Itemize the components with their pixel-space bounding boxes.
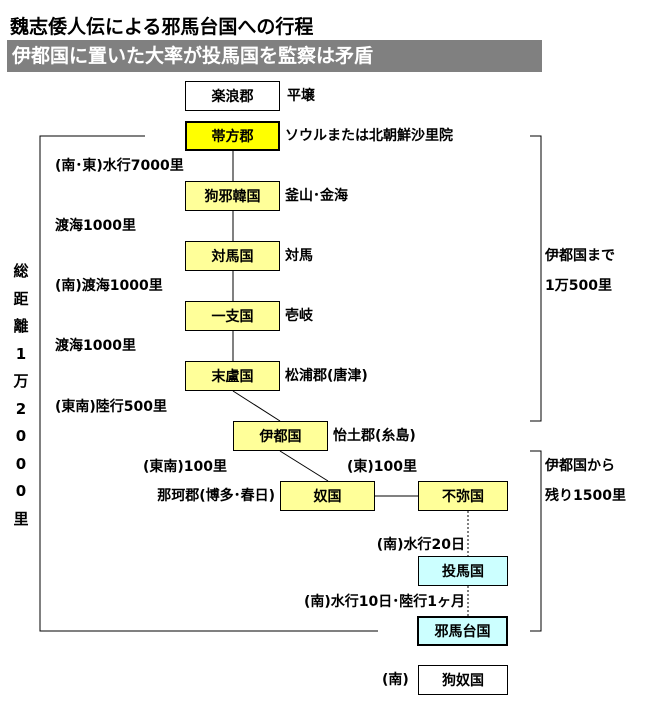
- total-char: 0: [15, 482, 27, 500]
- route-4: 渡海1000里: [55, 338, 136, 354]
- node-na: 奴国: [280, 481, 375, 511]
- node-toma: 投馬国: [418, 556, 508, 586]
- note-tsushima: 対馬: [285, 248, 313, 264]
- route-2: 渡海1000里: [55, 218, 136, 234]
- node-matsuro: 末盧国: [185, 361, 280, 391]
- total-distance-bracket: [39, 135, 378, 632]
- from-ito-label-1: 伊都国から: [545, 458, 615, 474]
- node-yamatai: 邪馬台国: [417, 616, 508, 646]
- to-ito-label-1: 伊都国まで: [545, 248, 615, 264]
- route-7: (東)100里: [347, 459, 418, 475]
- node-fumi: 不弥国: [418, 481, 508, 511]
- note-na: 那珂郡(博多･春日): [157, 488, 275, 504]
- node-tsushima: 対馬国: [185, 241, 280, 271]
- total-char: 総: [13, 262, 29, 280]
- note-taiho: ソウルまたは北朝鮮沙里院: [285, 128, 453, 144]
- from-ito-bracket: [530, 450, 542, 632]
- total-char: 0: [15, 427, 27, 445]
- note-ikishi: 壱岐: [285, 308, 313, 324]
- to-ito-label-2: 1万500里: [545, 278, 612, 294]
- node-kuna: 狗奴国: [418, 665, 508, 695]
- route-1: (南･東)水行7000里: [55, 158, 184, 174]
- to-ito-bracket: [530, 135, 542, 422]
- total-distance-label: 総 距 離 1 万 2 0 0 0 里: [9, 258, 33, 533]
- node-ikishi: 一支国: [185, 301, 280, 331]
- total-char: 離: [13, 317, 29, 335]
- note-kuyakan: 釜山･金海: [285, 188, 348, 204]
- note-matsuro: 松浦郡(唐津): [285, 368, 368, 384]
- node-ito: 伊都国: [233, 421, 328, 451]
- from-ito-label-2: 残り1500里: [545, 488, 626, 504]
- route-3: (南)渡海1000里: [55, 278, 163, 294]
- total-char: 里: [13, 509, 29, 528]
- node-rakuro: 楽浪郡: [185, 81, 280, 111]
- route-8: (南)水行20日: [376, 537, 465, 553]
- page-title: 魏志倭人伝による邪馬台国への行程: [10, 16, 314, 38]
- route-9: (南)水行10日･陸行1ヶ月: [303, 594, 465, 610]
- total-char: 0: [15, 454, 27, 473]
- ito-na-line: [279, 450, 329, 482]
- total-char: 2: [15, 399, 27, 418]
- subtitle-banner: 伊都国に置いた大率が投馬国を監察は矛盾: [7, 40, 542, 72]
- node-kuyakan: 狗邪韓国: [185, 181, 280, 211]
- note-ito: 怡土郡(糸島): [333, 428, 416, 444]
- note-rakuro: 平壌: [287, 88, 315, 104]
- total-char: 距: [13, 289, 29, 308]
- total-char: 万: [13, 372, 29, 390]
- route-5: (東南)陸行500里: [55, 399, 168, 415]
- route-6: (東南)100里: [143, 459, 228, 475]
- node-taiho: 帯方郡: [185, 121, 280, 151]
- total-char: 1: [15, 344, 27, 363]
- matsuro-ito-line: [232, 390, 281, 422]
- note-kuna: (南): [382, 672, 409, 688]
